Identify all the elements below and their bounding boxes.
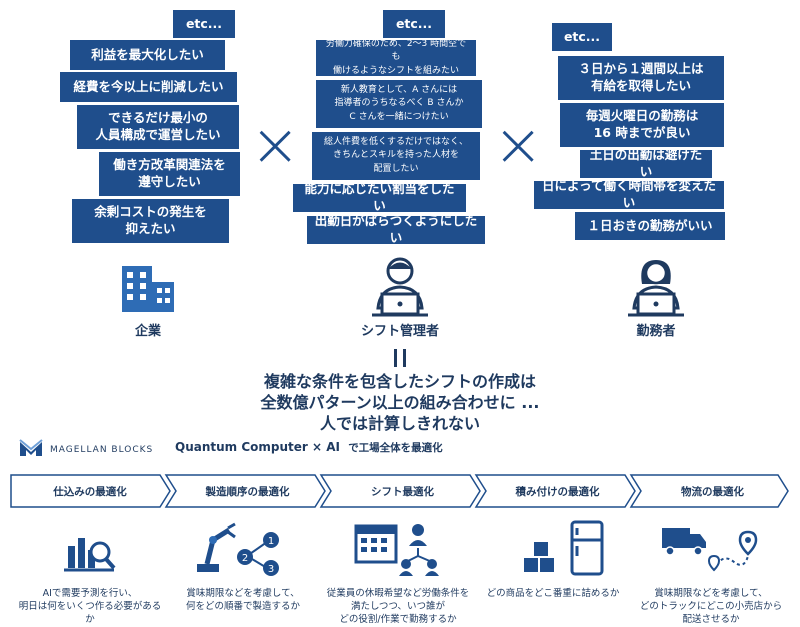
worker-label: 勤務者	[636, 324, 676, 339]
cross-symbol: ×	[493, 110, 544, 180]
worker-etc: etc...	[552, 23, 612, 51]
process-step-label: 仕込みの最適化	[53, 485, 127, 498]
process-step-label: シフト最適化	[371, 485, 434, 498]
company-item: 余剰コストの発生を 抑えたい	[72, 199, 229, 243]
equals-icon	[392, 349, 410, 367]
headline: Quantum Computer × AI で工場全体を最適化	[175, 440, 443, 455]
manager-item: 能力に応じたい割当をしたい	[293, 181, 466, 213]
company-item: できるだけ最小の 人員構成で運営したい	[77, 105, 239, 149]
building-icon	[120, 264, 176, 314]
headline-sub: で工場全体を最適化	[348, 442, 443, 454]
brand: MAGELLAN BLOCKS	[18, 438, 153, 462]
worker-item: 日によって働く時間帯を変えたい	[534, 178, 724, 210]
truck-route-icon	[660, 522, 760, 578]
brand-name: MAGELLAN BLOCKS	[50, 445, 154, 455]
process-step-label: 物流の最適化	[681, 485, 744, 498]
process-desc: 賞味期限などを考慮して、 どのトラックにどこの小売店から 配送させるか	[639, 588, 783, 625]
manager-item: 新人教育として、A さんには 指導者のうちなるべく B さんか C さんを一緒に…	[316, 80, 482, 128]
company-item: 利益を最大化したい	[70, 40, 225, 70]
manager-item: 総人件費を低くするだけではなく、 きちんとスキルを持った人材を 配置したい	[312, 132, 480, 180]
calendar-people-icon	[354, 520, 440, 578]
company-label: 企業	[134, 324, 161, 339]
process-desc: どの商品をどこ番重に詰めるか	[486, 588, 620, 599]
company-item: 経費を今以上に削減したい	[60, 72, 237, 102]
manager-person-icon	[368, 256, 432, 318]
manager-item: 出勤日がばらつくようにしたい	[307, 213, 485, 245]
process-step-label: 製造順序の最適化	[205, 485, 290, 498]
company-etc: etc...	[173, 10, 235, 38]
manager-item: 労働力確保のため、2〜3 時間空でも 働けるようなシフトを組みたい	[316, 39, 476, 76]
svg-text:3: 3	[268, 564, 274, 575]
summary-text: 複雑な条件を包含したシフトの作成は 全数億パターン以上の組み合わせに ... 人…	[260, 372, 540, 433]
manager-etc: etc...	[383, 10, 445, 38]
company-item: 働き方改革関連法を 遵守したい	[99, 152, 240, 196]
magellan-logo-icon	[18, 438, 44, 462]
boxes-fridge-icon	[520, 518, 608, 578]
process-step-label: 積み付けの最適化	[515, 485, 600, 498]
process-desc: 賞味期限などを考慮して、 何をどの順番で製造するか	[185, 588, 300, 612]
process-desc: AIで需要予測を行い、 明日は何をいくつ作る必要があるか	[18, 588, 162, 625]
worker-person-icon	[624, 256, 688, 318]
worker-item: 毎週火曜日の勤務は 16 時までが良い	[560, 103, 724, 147]
cross-symbol: ×	[250, 110, 301, 180]
process-flow: 仕込みの最適化 製造順序の最適化 シフト最適化 積み付けの最適化 物流の最適化	[10, 474, 790, 508]
worker-item: １日おきの勤務がいい	[575, 212, 725, 240]
forecast-chart-icon	[62, 524, 120, 576]
svg-text:2: 2	[242, 553, 248, 564]
svg-text:1: 1	[268, 536, 274, 547]
process-desc: 従業員の休暇希望など労働条件を 満たしつつ、いつ誰が どの役割/作業で勤務するか	[326, 588, 470, 625]
headline-main: Quantum Computer × AI	[175, 440, 340, 454]
worker-item: ３日から１週間以上は 有給を取得したい	[558, 56, 724, 100]
manager-label: シフト管理者	[360, 324, 439, 339]
worker-item: 土日の出勤は避けたい	[580, 147, 712, 179]
robot-arm-icon: 2 1 3	[195, 520, 287, 578]
